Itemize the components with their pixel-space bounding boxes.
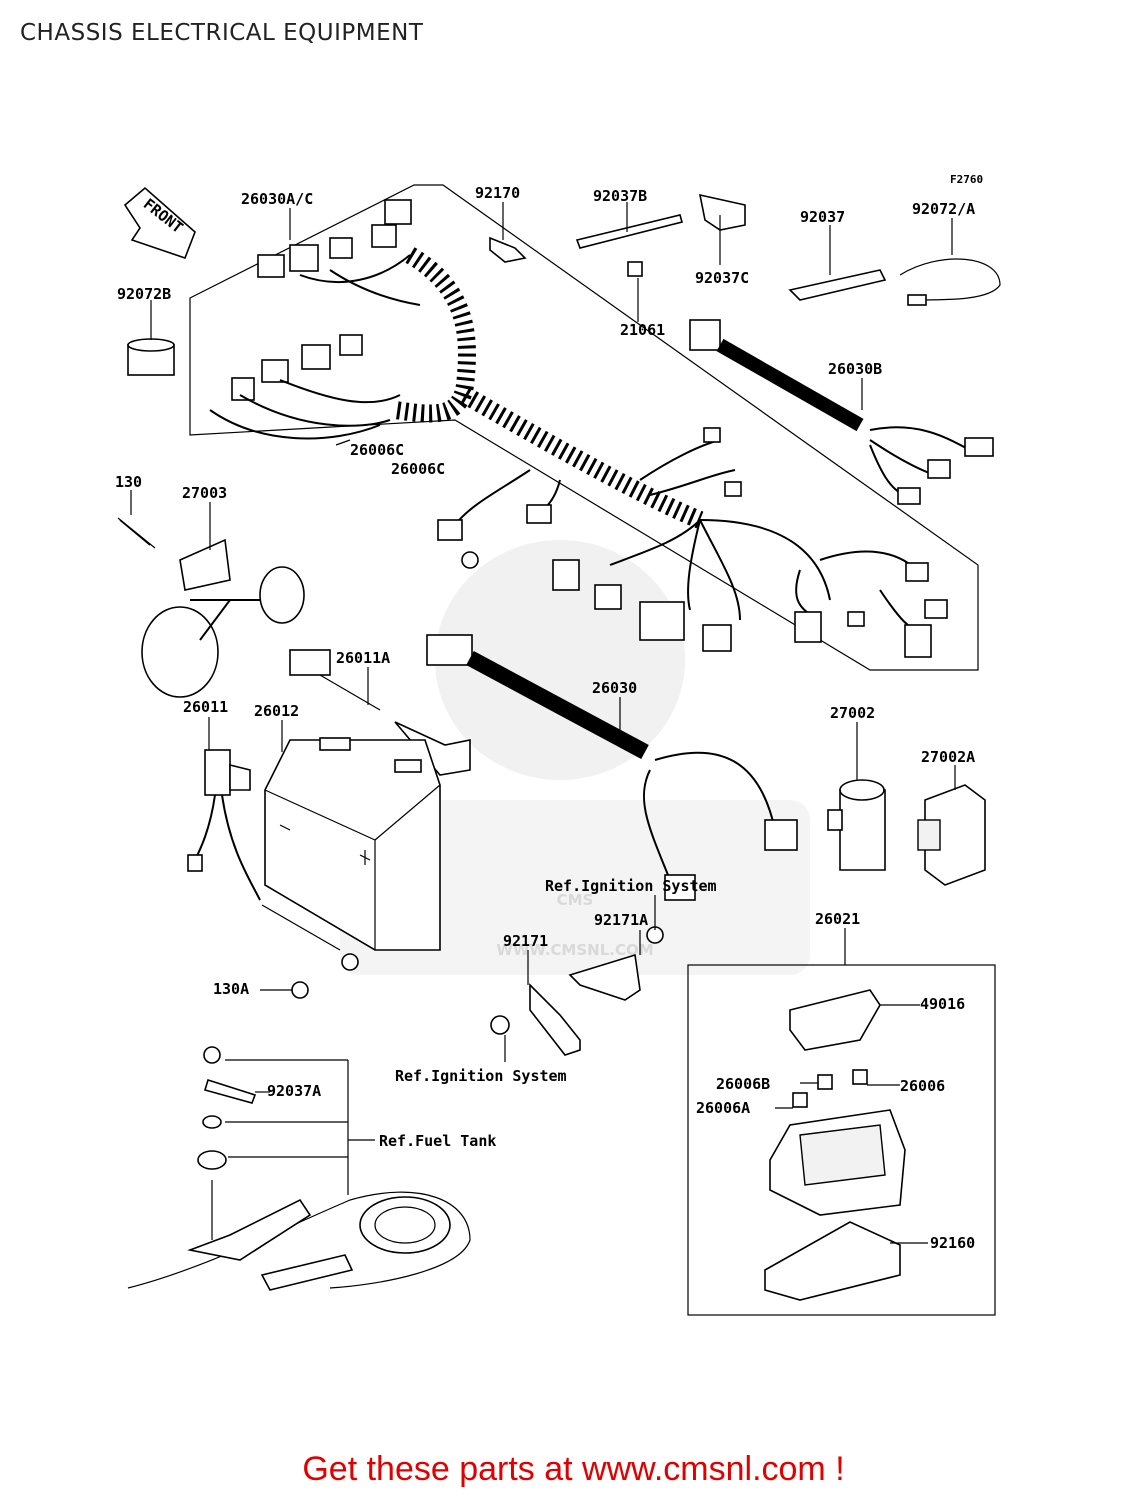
label-92171: 92171	[503, 932, 548, 950]
fuel-tank-hardware	[127, 1046, 471, 1291]
footer-promo-link[interactable]: Get these parts at www.cmsnl.com !	[302, 1450, 845, 1488]
sub-harness-26030b	[689, 319, 994, 505]
label-26006c-2: 26006C	[391, 460, 445, 478]
page-title: CHASSIS ELECTRICAL EQUIPMENT	[20, 20, 424, 46]
label-26006a: 26006A	[696, 1099, 750, 1117]
label-26021: 26021	[815, 910, 860, 928]
watermark: CMS WWW.CMSNL.COM	[340, 540, 810, 975]
label-92072a: 92072/A	[912, 200, 975, 218]
main-harness-26030ac	[209, 199, 948, 658]
label-26011a: 26011A	[336, 649, 390, 667]
label-92171a: 92171A	[594, 911, 648, 929]
label-26030ac: 26030A/C	[241, 190, 313, 208]
label-92037b: 92037B	[593, 187, 647, 205]
label-26006b: 26006B	[716, 1075, 770, 1093]
label-26006c-1: 26006C	[350, 441, 404, 459]
horn-27003	[117, 517, 305, 698]
label-92037: 92037	[800, 208, 845, 226]
watermark-logo: CMS	[557, 891, 594, 909]
label-27002: 27002	[830, 704, 875, 722]
ref-ignition-bottom: Ref.Ignition System	[395, 1067, 567, 1085]
top-small-parts	[127, 193, 1001, 376]
figure-code: F2760	[950, 173, 983, 186]
front-arrow-icon: FRONT	[123, 186, 196, 260]
harness-group-outline	[189, 184, 979, 671]
label-92072b: 92072B	[117, 285, 171, 303]
label-27003: 27003	[182, 484, 227, 502]
label-26006: 26006	[900, 1077, 945, 1095]
label-92037a: 92037A	[267, 1082, 321, 1100]
label-27002a: 27002A	[921, 748, 975, 766]
label-26011: 26011	[183, 698, 228, 716]
battery-26012	[264, 737, 441, 951]
ref-fuel-tank: Ref.Fuel Tank	[379, 1132, 496, 1150]
watermark-url: WWW.CMSNL.COM	[496, 941, 653, 959]
relay-27002	[827, 779, 886, 871]
leader-lines	[130, 202, 956, 1244]
bolt-130a-icon	[291, 981, 309, 999]
ref-ignition-top: Ref.Ignition System	[545, 877, 717, 895]
label-130a: 130A	[213, 980, 249, 998]
label-130: 130	[115, 473, 142, 491]
label-92170: 92170	[475, 184, 520, 202]
fuse-box-26021	[764, 989, 906, 1301]
label-49016: 49016	[920, 995, 965, 1013]
cable-26011	[187, 749, 359, 971]
cable-26030	[426, 634, 798, 901]
relay-27002a	[917, 784, 986, 886]
label-26012: 26012	[254, 702, 299, 720]
label-21061: 21061	[620, 321, 665, 339]
part-labels: 26030A/C 92170 92037B 92037 92072/A 9207…	[115, 184, 975, 1252]
label-26030b: 26030B	[828, 360, 882, 378]
label-92160: 92160	[930, 1234, 975, 1252]
label-92037c: 92037C	[695, 269, 749, 287]
label-26030: 26030	[592, 679, 637, 697]
fuse-box-group-outline	[687, 964, 996, 1316]
